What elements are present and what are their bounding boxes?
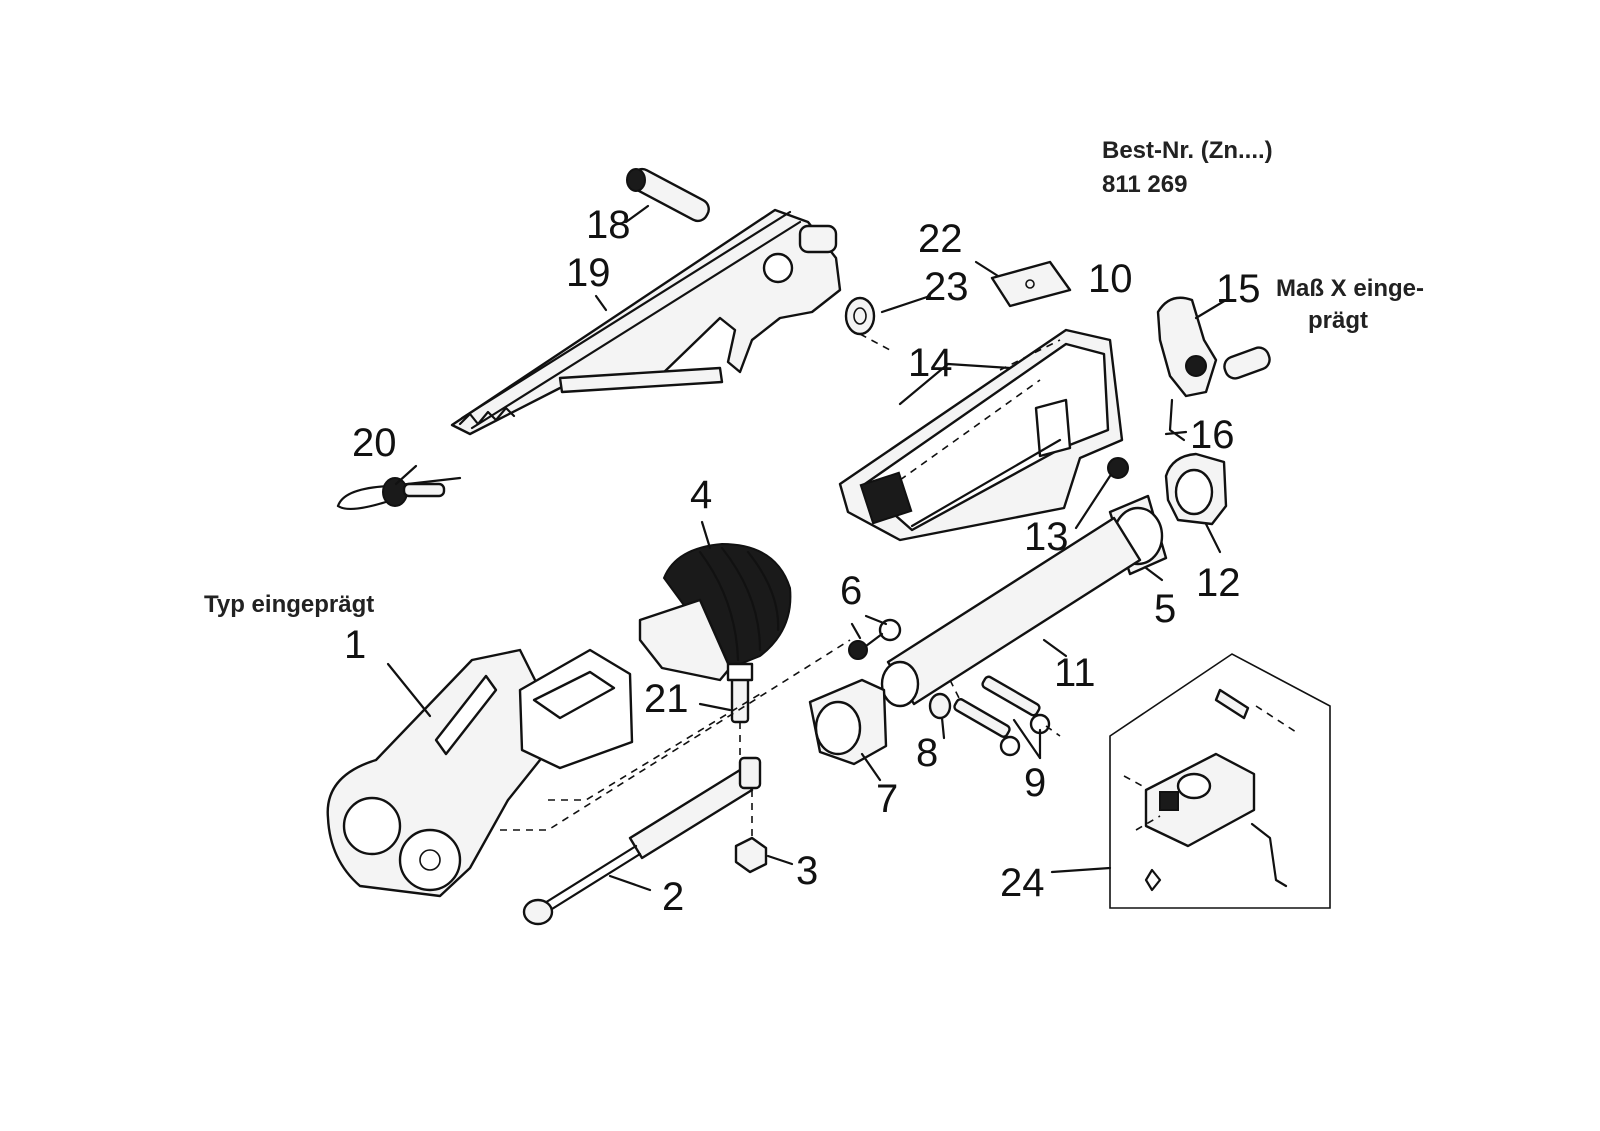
callout-23: 23 [924, 265, 969, 309]
part-1-coupling-head [326, 648, 634, 898]
callout-7: 7 [876, 777, 898, 821]
part-22-plate [990, 260, 1072, 308]
part-24-kit [1109, 653, 1331, 909]
callout-21: 21 [644, 677, 689, 721]
callout-15: 15 [1216, 267, 1261, 311]
callout-11: 11 [1054, 651, 1096, 695]
callout-3: 3 [796, 849, 818, 893]
order-number-label: Best-Nr. (Zn....) [1102, 137, 1273, 164]
dimension-stamp-note-line2: prägt [1308, 307, 1368, 334]
callout-16: 16 [1190, 413, 1235, 457]
callout-10: 10 [1088, 257, 1133, 301]
callout-9: 9 [1024, 761, 1046, 805]
part-11-drawbar-tube [880, 516, 1142, 708]
part-6-bolt [848, 618, 902, 660]
part-23-washer [844, 296, 876, 336]
part-7-bushing [808, 678, 888, 766]
part-16-spring-pin [1168, 398, 1186, 442]
part-10-drawbar-housing [838, 328, 1124, 542]
callout-18: 18 [586, 203, 631, 247]
callout-22: 22 [918, 217, 963, 261]
callout-4: 4 [690, 473, 712, 517]
part-21-screw [726, 662, 754, 724]
part-20-safety-clip [336, 476, 462, 511]
part-18-pin [626, 167, 710, 223]
part-8-washer [928, 692, 952, 720]
part-13-nut [1107, 457, 1129, 479]
part-4-bellows [638, 542, 792, 682]
part-2-shock-absorber [522, 756, 762, 926]
order-number-value: 811 269 [1102, 171, 1187, 198]
leader-lines [386, 204, 1297, 892]
callout-numbers: 1 2 3 4 5 6 7 8 9 10 11 12 13 14 15 16 1… [344, 203, 1261, 919]
part-12-bushing [1164, 452, 1228, 526]
type-stamp-note: Typ eingeprägt [204, 591, 374, 618]
callout-5: 5 [1154, 587, 1176, 631]
callout-20: 20 [352, 421, 397, 465]
callout-1: 1 [344, 623, 366, 667]
part-9-bolts [953, 675, 1051, 757]
dimension-stamp-note-line1: Maß X einge- [1276, 275, 1424, 302]
callout-2: 2 [662, 875, 684, 919]
callout-6: 6 [840, 569, 862, 613]
callout-12: 12 [1196, 561, 1241, 605]
part-15-coupling-hook [1156, 296, 1271, 398]
callout-13: 13 [1024, 515, 1069, 559]
callout-14: 14 [908, 341, 953, 385]
callout-19: 19 [566, 251, 611, 295]
part-3-nut [734, 836, 768, 874]
callout-24: 24 [1000, 861, 1045, 905]
part-19-brake-lever [450, 208, 842, 436]
callout-8: 8 [916, 731, 938, 775]
